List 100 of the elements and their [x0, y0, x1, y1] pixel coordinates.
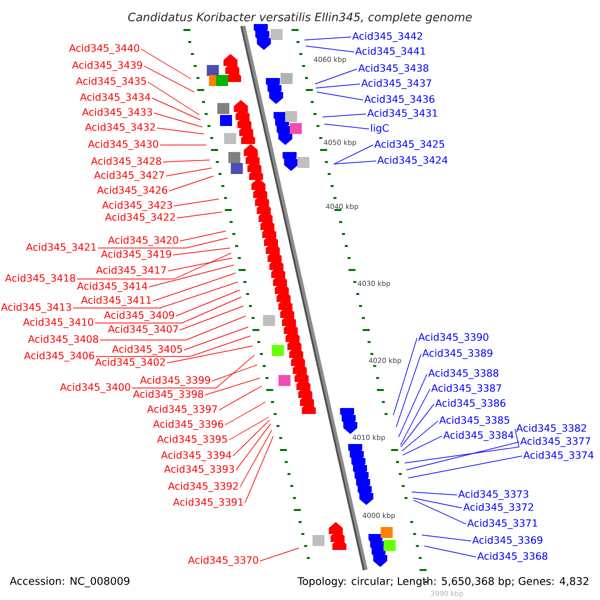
leader-line	[424, 546, 476, 558]
gene-label: Acid345_3402	[95, 358, 165, 368]
leader-line	[324, 124, 370, 130]
leader-line	[168, 258, 233, 272]
gene-label: Acid345_3374	[523, 451, 594, 461]
gene-label: Acid345_3434	[80, 93, 150, 103]
leader-line	[144, 66, 195, 92]
gene-label: Acid345_3407	[108, 325, 178, 335]
gene-label: Acid345_3439	[72, 61, 142, 71]
leader-line	[244, 436, 274, 504]
gene-label: Acid345_3393	[164, 465, 234, 475]
gene-label: Acid345_3425	[374, 140, 444, 150]
gene-label: Acid345_3426	[97, 186, 168, 196]
gene-label: Acid345_3389	[422, 349, 492, 359]
leader-line	[100, 316, 246, 340]
leader-line	[232, 420, 270, 456]
leader-line	[304, 36, 352, 40]
gene-label: Acid345_3399	[140, 376, 210, 386]
gene-label: Acid345_3391	[173, 498, 243, 508]
gene-label: Acid345_3411	[81, 296, 151, 306]
gene-label: Acid345_3405	[112, 345, 182, 355]
gene-label: Acid345_3440	[69, 44, 140, 54]
leader-line	[174, 198, 220, 206]
leader-line	[168, 176, 214, 192]
gene-label: Acid345_3417	[96, 266, 166, 276]
gene-label: Acid345_3377	[520, 437, 590, 447]
leader-line	[400, 404, 434, 448]
gene-label: Acid345_3384	[443, 431, 514, 441]
gene-label: Acid345_3435	[76, 77, 146, 87]
leader-line	[148, 82, 200, 116]
leader-line	[162, 160, 210, 162]
leader-line	[166, 168, 212, 176]
leader-line	[402, 420, 438, 452]
leader-line	[334, 160, 376, 164]
leader-line	[228, 416, 270, 440]
gene-label: Acid345_3442	[352, 32, 422, 42]
leader-line	[176, 290, 240, 316]
gene-label: Acid345_3386	[435, 399, 506, 409]
gene-label: Acid345_3413	[1, 303, 71, 313]
gene-label: Acid345_3430	[88, 140, 158, 150]
leader-line	[412, 498, 462, 508]
leader-line	[316, 92, 364, 100]
leader-line	[408, 456, 522, 478]
gene-label: Acid345_3427	[94, 171, 164, 181]
gene-label: Acid345_3432	[85, 123, 155, 133]
gene-label: Acid345_3390	[418, 333, 488, 343]
gene-label: Acid345_3398	[133, 390, 204, 400]
title: Candidatus Koribacter versatilis Ellin345, complete genome	[128, 12, 472, 24]
gene-label: Acid345_3406	[24, 352, 94, 362]
leader-line	[404, 428, 520, 464]
gene-label: Acid345_3385	[439, 416, 510, 426]
leader-line	[180, 306, 244, 330]
gene-label: Acid345_3372	[463, 503, 534, 513]
leader-line	[76, 252, 232, 280]
leader-line	[322, 114, 366, 118]
leader-line	[316, 84, 360, 88]
leader-line	[306, 46, 354, 52]
leader-line	[148, 264, 234, 288]
leader-line	[152, 98, 201, 120]
gene-label: Acid345_3396	[153, 420, 224, 430]
gene-label: Acid345_3420	[108, 236, 178, 246]
gene-label: Acid345_3410	[23, 318, 94, 328]
gene-label: ligC	[371, 124, 389, 134]
leader-line	[152, 272, 236, 302]
leader-line	[218, 386, 262, 410]
leader-line	[160, 144, 207, 146]
leader-line	[140, 48, 192, 80]
gene-label: Acid345_3394	[161, 451, 232, 461]
gene-label: Acid345_3437	[361, 79, 432, 89]
gene-label: Acid345_3419	[101, 250, 172, 260]
gene-label: Acid345_3370	[188, 556, 258, 566]
leader-line	[406, 442, 520, 470]
gene-label: Acid345_3400	[60, 383, 130, 393]
leader-line	[393, 338, 418, 416]
leader-line	[240, 430, 272, 488]
gene-label: Acid345_3409	[104, 311, 174, 321]
leader-line	[132, 354, 255, 388]
gene-label: Acid345_3441	[355, 47, 426, 57]
gene-label: Acid345_3408	[28, 335, 98, 345]
gene-label: Acid345_3397	[147, 405, 217, 415]
leader-line	[236, 424, 271, 470]
gene-label: Acid345_3418	[5, 274, 76, 284]
leader-line	[411, 492, 458, 496]
gene-label: Acid345_3423	[102, 201, 172, 211]
gene-label: Acid345_3369	[472, 536, 542, 546]
leader-line	[156, 128, 204, 134]
leader-line	[184, 326, 249, 350]
gene-label: Acid345_3392	[168, 482, 238, 492]
leader-line	[204, 378, 260, 396]
gene-label: Acid345_3395	[157, 435, 227, 445]
gene-label: Acid345_3424	[377, 156, 448, 166]
leader-line	[402, 436, 442, 456]
leader-line	[96, 336, 251, 357]
gene-label: Acid345_3387	[431, 384, 502, 394]
gene-label: Acid345_3422	[105, 213, 175, 223]
footer-text: Accession: NC_008009	[10, 576, 130, 588]
gene-label: Acid345_3436	[364, 95, 434, 105]
leader-line	[396, 354, 422, 428]
leader-line	[154, 112, 203, 128]
gene-label: Acid345_3371	[467, 519, 538, 529]
